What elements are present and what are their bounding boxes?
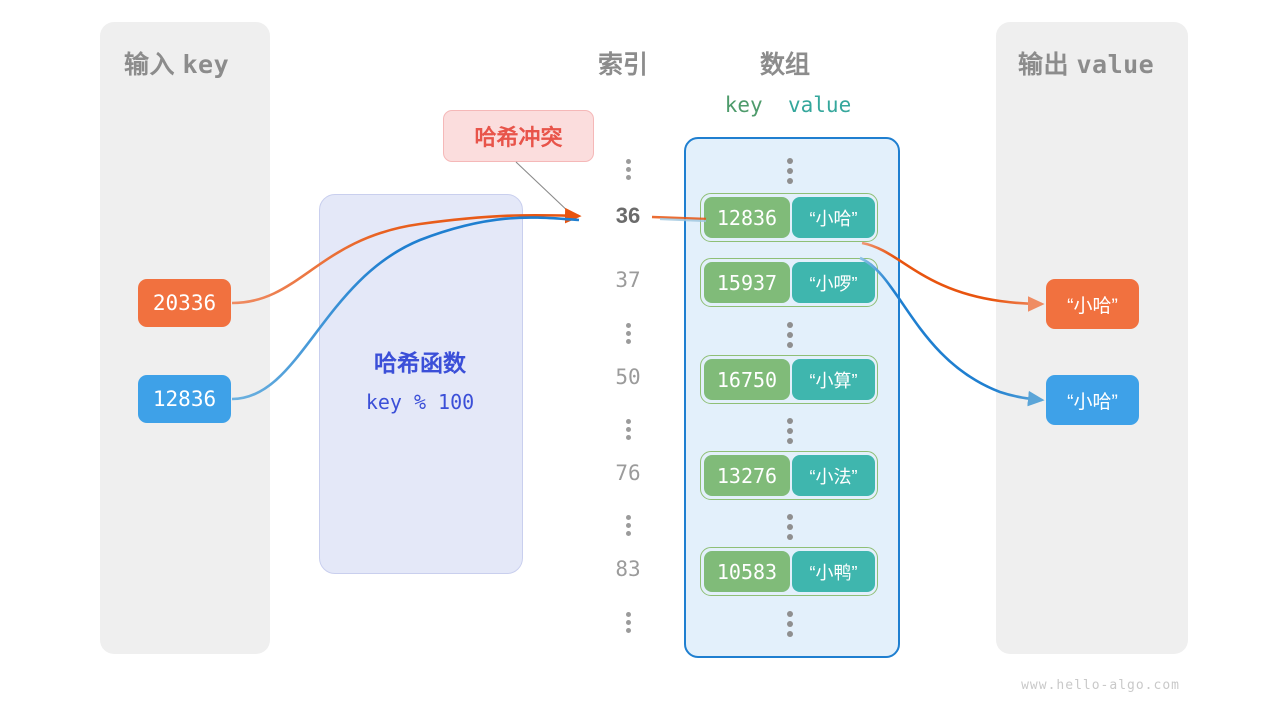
array-ellipsis [684, 510, 896, 544]
index-ellipsis [598, 320, 658, 347]
bucket-key-cell: 10583 [704, 551, 790, 592]
index-label-37: 37 [615, 268, 641, 292]
hash-function-formula: key % 100 [365, 390, 475, 414]
input-title-cjk: 输入 [124, 51, 176, 79]
array-ellipsis [684, 607, 896, 641]
hash-function-title: 哈希函数 [374, 350, 466, 376]
watermark: www.hello-algo.com [1021, 678, 1180, 693]
key-heading-label: key [724, 93, 763, 117]
hash-collision-label: 哈希冲突 [443, 110, 594, 162]
value-heading-label: value [788, 93, 852, 117]
bucket-row: 16750“小算” [700, 355, 878, 404]
bucket-key-cell: 15937 [704, 262, 790, 303]
key-value-heading: key value [688, 93, 888, 117]
bucket-key-cell: 12836 [704, 197, 790, 238]
array-ellipsis [684, 318, 896, 352]
output-value-chip-1: “小哈” [1046, 375, 1139, 425]
bucket-value-cell: “小啰” [792, 262, 875, 303]
input-panel [100, 22, 270, 654]
index-label-50: 50 [615, 365, 641, 389]
bucket-key-cell: 13276 [704, 455, 790, 496]
index-column-heading: 索引 [598, 51, 649, 79]
array-column-heading: 数组 [760, 51, 811, 79]
index-ellipsis [598, 609, 658, 636]
array-ellipsis [684, 414, 896, 448]
bucket-key-cell: 16750 [704, 359, 790, 400]
bucket-row: 10583“小鸭” [700, 547, 878, 596]
collision-leader-line [515, 161, 573, 216]
input-key-chip-1: 12836 [138, 375, 231, 423]
index-label-76: 76 [615, 461, 641, 485]
bucket-value-cell: “小鸭” [792, 551, 875, 592]
bucket-row: 12836“小哈” [700, 193, 878, 242]
bucket-value-cell: “小算” [792, 359, 875, 400]
index-ellipsis [598, 416, 658, 443]
output-value-chip-0: “小哈” [1046, 279, 1139, 329]
hash-function-box [319, 194, 523, 574]
index-label-36: 36 [615, 203, 641, 228]
bucket-row: 13276“小法” [700, 451, 878, 500]
bucket-row: 15937“小啰” [700, 258, 878, 307]
bucket-value-cell: “小法” [792, 455, 875, 496]
input-title-mono: key [182, 50, 230, 79]
index-label-83: 83 [615, 557, 641, 581]
array-ellipsis [684, 154, 896, 188]
input-panel-title: 输入 key [124, 45, 229, 81]
index-ellipsis [598, 156, 658, 183]
output-panel [996, 22, 1188, 654]
input-key-chip-0: 20336 [138, 279, 231, 327]
bucket-value-cell: “小哈” [792, 197, 875, 238]
output-title-mono: value [1076, 50, 1155, 79]
output-panel-title: 输出 value [1018, 45, 1154, 81]
output-title-cjk: 输出 [1018, 51, 1070, 79]
index-ellipsis [598, 512, 658, 539]
